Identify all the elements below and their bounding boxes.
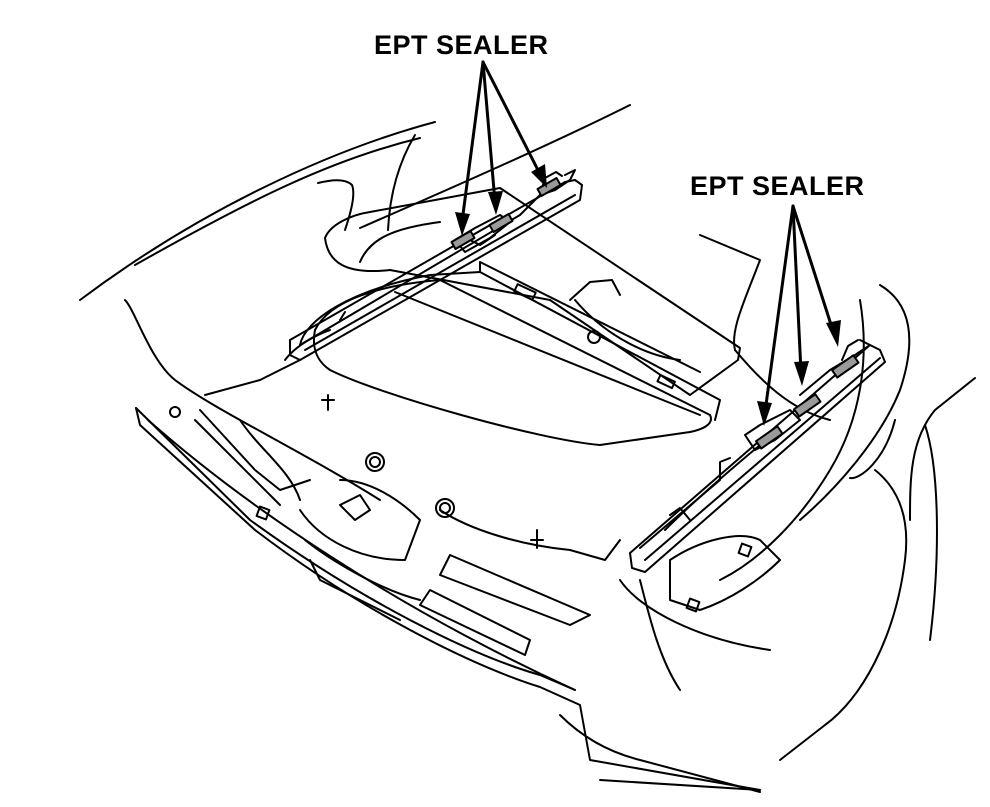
left-sealer-pads [450, 177, 562, 250]
left-guide-rail [289, 169, 583, 361]
right-sealer-pads [755, 354, 860, 450]
callout-label: EPT SEALER [374, 30, 549, 60]
left-callout-arrows [460, 60, 543, 224]
right-callout-arrows [763, 204, 836, 414]
headliner-details [169, 283, 865, 691]
left-arrowheads [455, 164, 547, 236]
right-guide-rail [629, 339, 886, 573]
right-arrowheads [757, 320, 841, 426]
sunroof-glass [324, 187, 741, 396]
sunroof-opening [299, 261, 721, 446]
callout-label: EPT SEALER [690, 171, 865, 201]
roof-outline [79, 104, 976, 793]
